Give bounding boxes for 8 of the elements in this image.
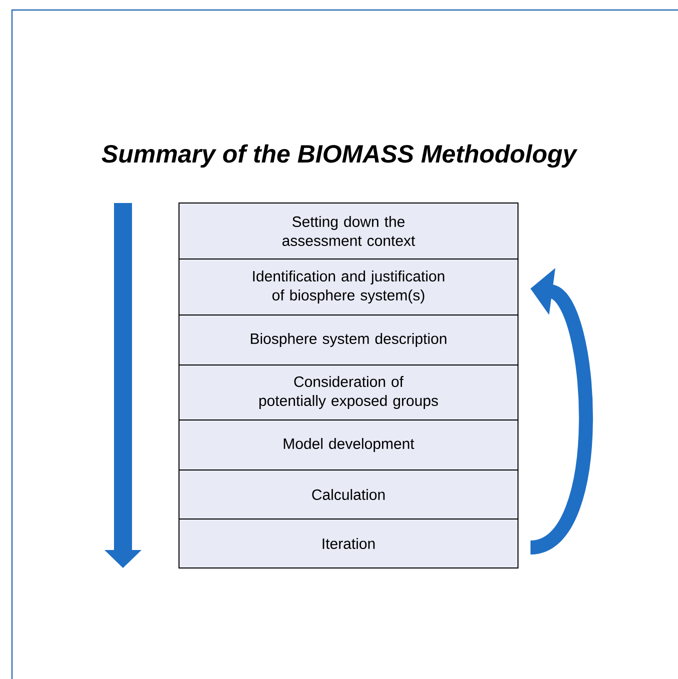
step-box: Iteration bbox=[178, 518, 518, 568]
title: Summary of the BIOMASS Methodology bbox=[102, 144, 578, 168]
step-box: Calculation bbox=[178, 470, 518, 520]
step-box: Setting down the assessment context bbox=[178, 202, 518, 260]
step-box: Model development bbox=[178, 420, 518, 470]
step-box: Consideration of potentially exposed groups bbox=[178, 364, 518, 420]
step-box: Biosphere system description bbox=[178, 314, 518, 366]
step-box: Identification and justification of biosphere system(s) bbox=[178, 258, 518, 316]
